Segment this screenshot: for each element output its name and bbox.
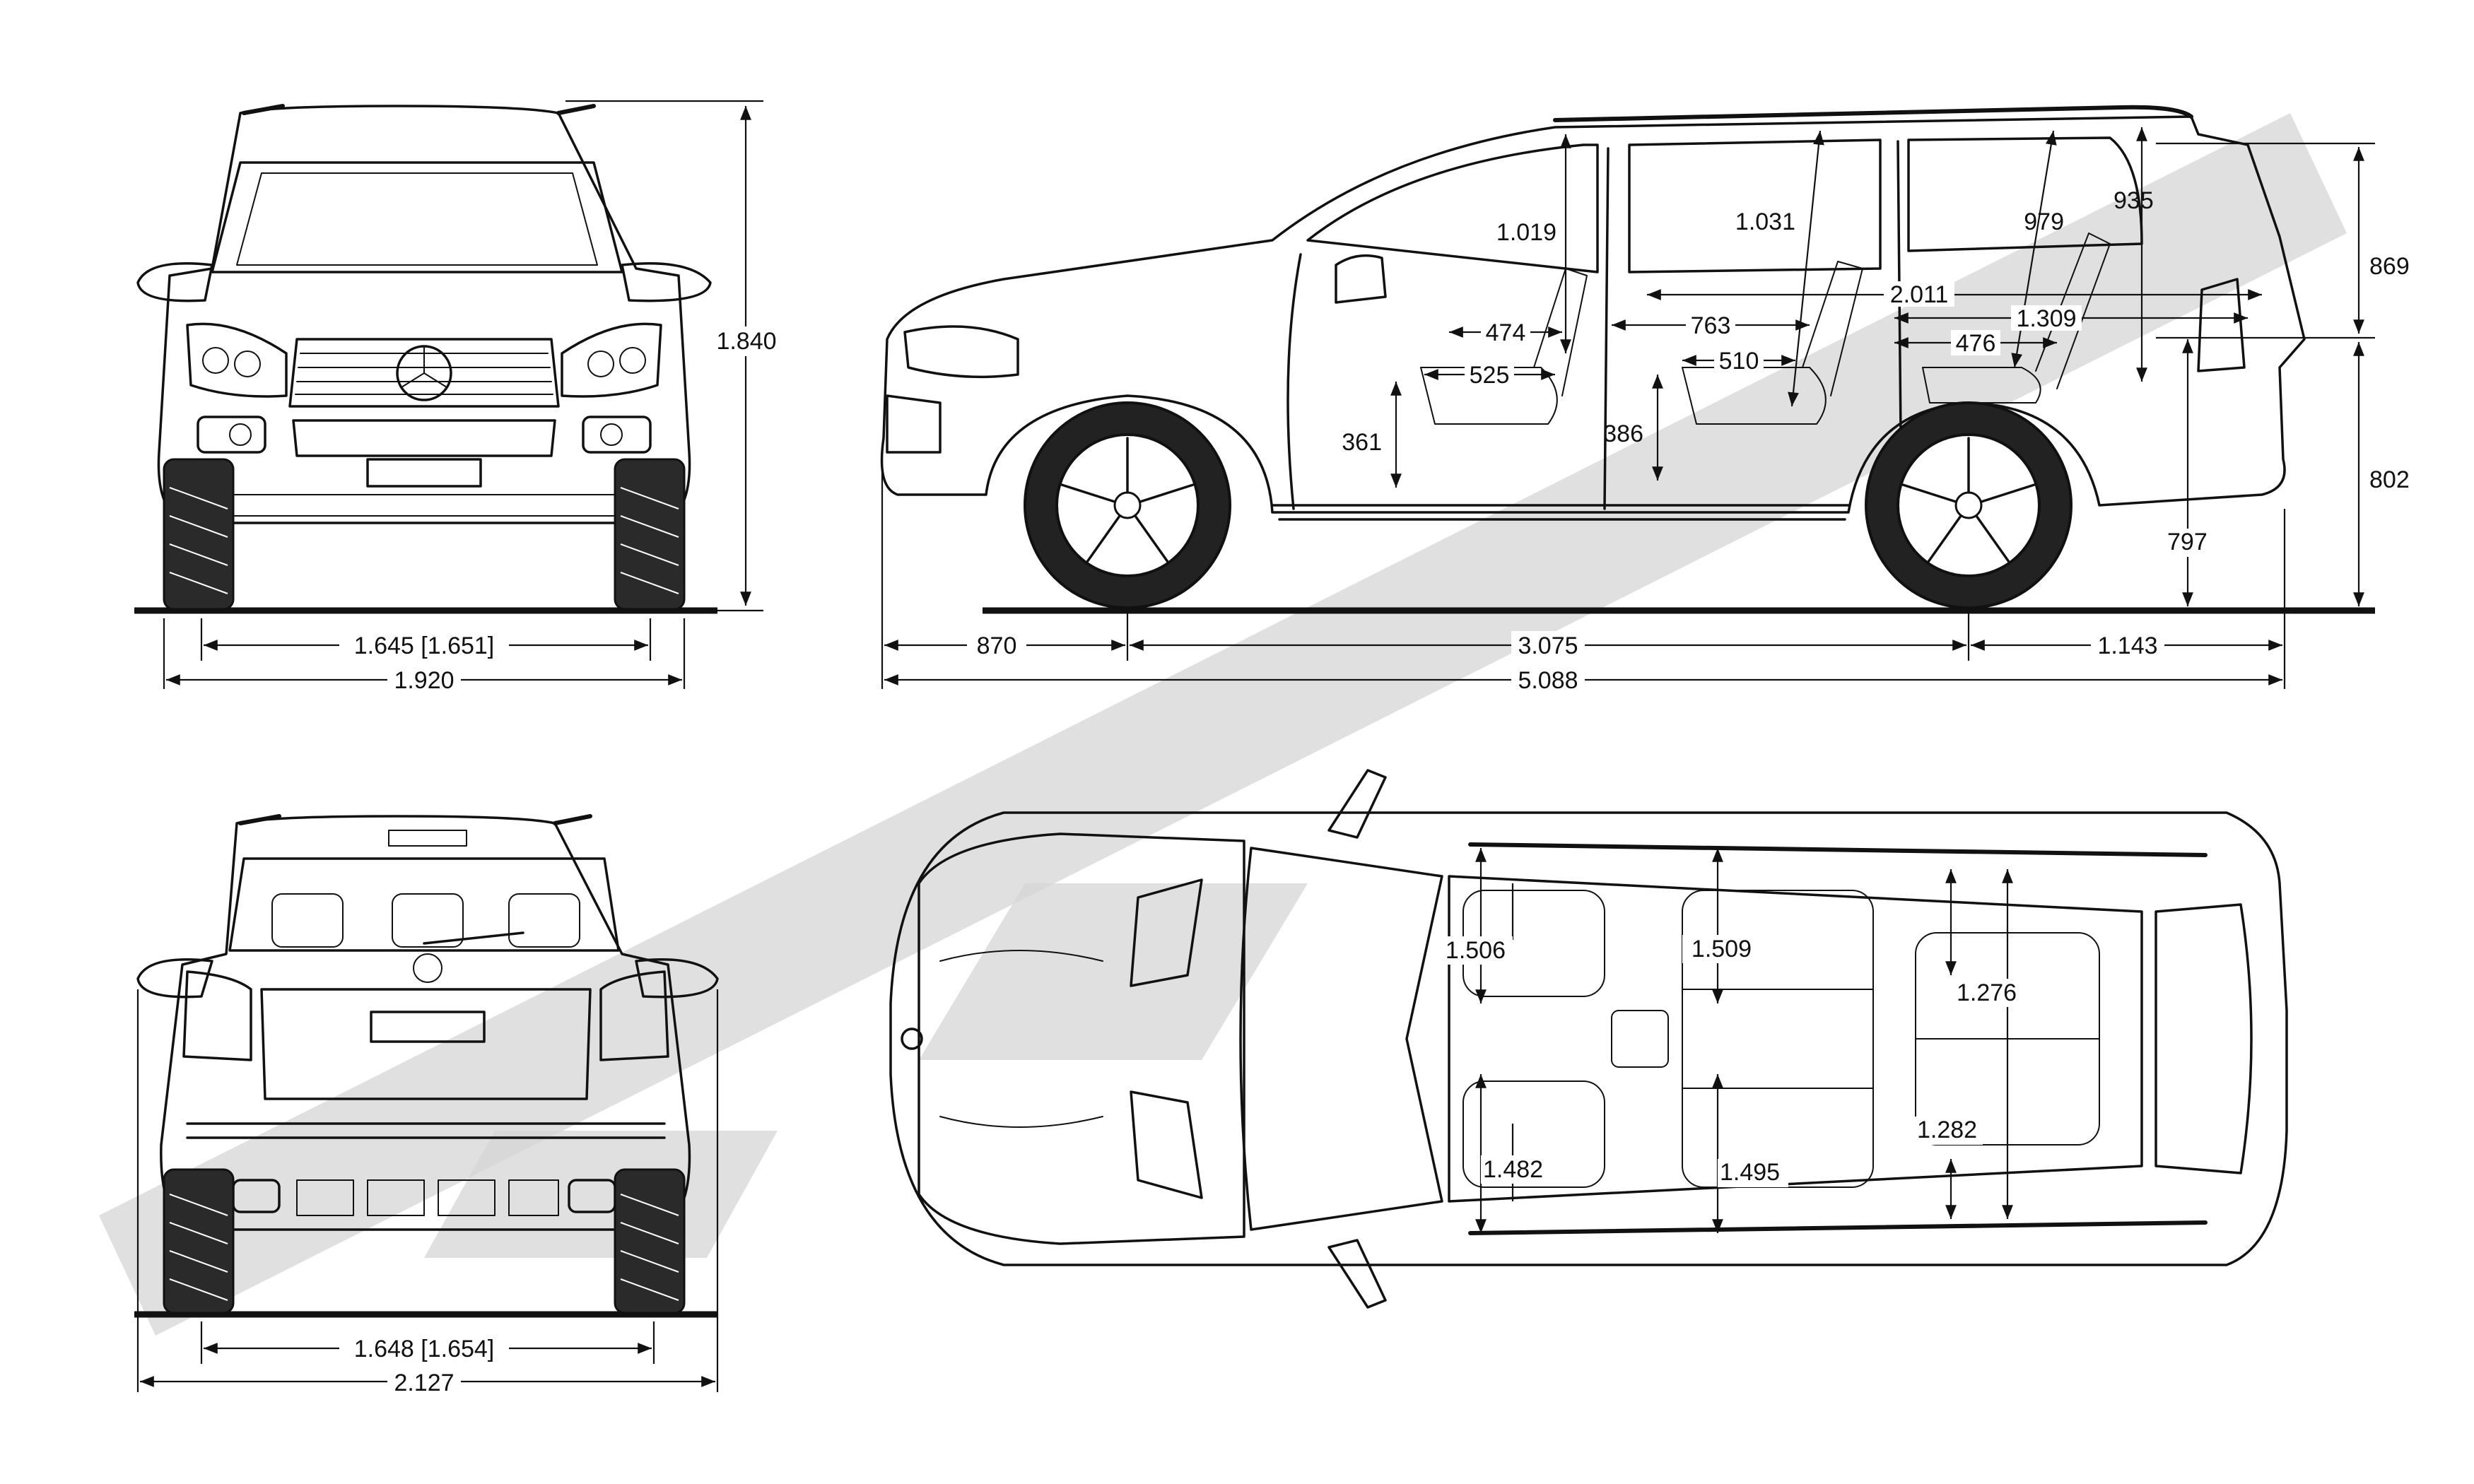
cargo-length-label: 2.011 (1890, 281, 1949, 308)
hip-second-label: 1.495 (1720, 1159, 1780, 1186)
shoulder-second-label: 1.509 (1692, 936, 1752, 962)
headroom-second-label: 1.031 (1735, 208, 1795, 235)
rear-width-label: 2.127 (394, 1370, 454, 1396)
front-height-label: 1.840 (716, 328, 776, 355)
seat-height-second-label: 386 (1603, 420, 1643, 447)
headroom-front-label: 1.019 (1496, 219, 1556, 246)
front-track-label: 1.645 [1.651] (354, 632, 495, 659)
headroom-cargo-label: 935 (2114, 187, 2154, 214)
hip-third-label: 1.282 (1917, 1117, 1977, 1143)
bumper-height-label: 797 (2167, 529, 2208, 555)
cargo-height-label: 869 (2369, 253, 2410, 280)
front-width-label: 1.920 (394, 667, 454, 694)
shoulder-front-label: 1.506 (1446, 937, 1506, 964)
hip-front-label: 1.482 (1483, 1156, 1543, 1183)
rear-view-drawing (134, 814, 719, 1392)
front-overhang-label: 870 (977, 632, 1017, 659)
top-view-drawing (889, 769, 2288, 1309)
overall-length-label: 5.088 (1518, 667, 1578, 694)
cargo-length-folded-label: 1.309 (2016, 305, 2076, 332)
seat-depth-front-label: 474 (1486, 319, 1526, 346)
load-sill-label: 802 (2369, 466, 2410, 493)
top-view-labels: 1.506 1.509 1.276 1.482 1.495 1.282 (1442, 935, 2025, 1187)
watermark (99, 113, 2347, 1336)
front-view-drawing (134, 100, 763, 689)
wheelbase-label: 3.075 (1518, 632, 1578, 659)
side-view-labels: 870 3.075 1.143 5.088 1.019 1.031 979 93… (967, 187, 2421, 694)
rear-view-labels: 1.648 [1.654] 2.127 (339, 1334, 509, 1396)
rear-track-label: 1.648 [1.654] (354, 1336, 495, 1362)
seat-depth-second-label: 510 (1719, 348, 1759, 375)
legroom-front-label: 525 (1470, 362, 1510, 389)
rear-overhang-label: 1.143 (2097, 632, 2157, 659)
legroom-second-label: 763 (1691, 312, 1731, 339)
shoulder-third-label: 1.276 (1957, 979, 2017, 1006)
seat-depth-third-label: 476 (1956, 330, 1996, 357)
side-view-drawing (880, 105, 2375, 689)
headroom-third-label: 979 (2024, 208, 2064, 235)
seat-height-front-label: 361 (1342, 429, 1382, 456)
front-view-labels: 1.840 1.645 [1.651] 1.920 (339, 326, 780, 694)
